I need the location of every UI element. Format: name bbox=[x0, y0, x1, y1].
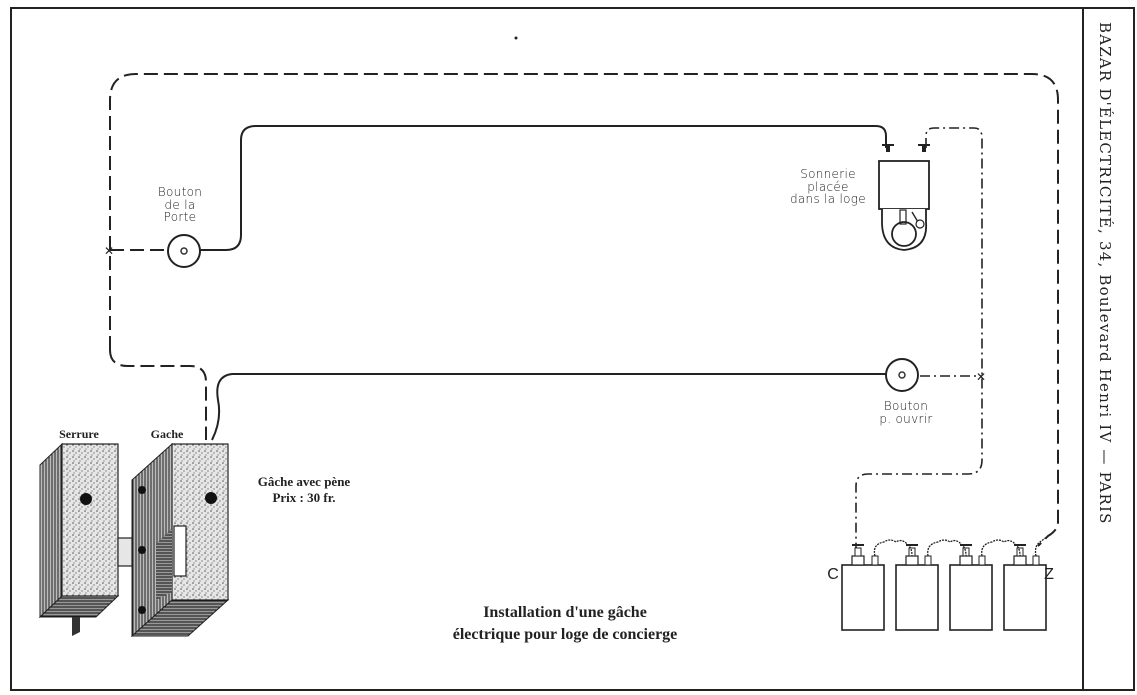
dashed-wire-outer bbox=[109, 73, 1059, 547]
label-bouton-porte: Bouton de la Porte bbox=[140, 186, 220, 224]
label-battery-c: C bbox=[827, 566, 839, 583]
dashed-wire-gache bbox=[109, 349, 207, 440]
battery-link bbox=[1034, 535, 1049, 557]
label-line: p. ouvrir bbox=[879, 411, 933, 426]
label-gache-price: Gâche avec pène Prix : 30 fr. bbox=[234, 474, 374, 507]
battery-link bbox=[981, 539, 1021, 557]
label-line: Bouton bbox=[883, 399, 929, 413]
speck bbox=[514, 36, 518, 40]
solid-wire-gache bbox=[211, 373, 886, 441]
price-line-1: Gâche avec pène bbox=[257, 474, 351, 489]
junction-mark-left: ✕ bbox=[104, 244, 114, 258]
label-bouton-ouvrir: Bouton p. ouvrir bbox=[866, 400, 946, 425]
caption-line-1: Installation d'une gâche bbox=[483, 604, 647, 621]
battery-cell bbox=[895, 544, 939, 631]
publisher-sidebar: BAZAR D'ÉLECTRICITÉ, 34, Boulevard Henri… bbox=[1096, 22, 1114, 525]
battery-bank bbox=[841, 535, 1049, 631]
solid-wire-bell bbox=[200, 125, 887, 251]
label-line: dans la loge bbox=[789, 192, 866, 207]
battery-cell bbox=[949, 544, 993, 631]
battery-link bbox=[927, 539, 967, 557]
bouton-ouvrir-icon bbox=[885, 358, 919, 392]
diagram-caption: Installation d'une gâche électrique pour… bbox=[390, 602, 740, 647]
label-sonnerie: Sonnerie placée dans la loge bbox=[778, 168, 878, 206]
battery-cell bbox=[841, 544, 885, 631]
caption-line-2: électrique pour loge de concierge bbox=[452, 626, 678, 644]
label-line: de la bbox=[164, 197, 196, 212]
price-line-2: Prix : 30 fr. bbox=[272, 490, 336, 506]
label-line: Bouton bbox=[157, 185, 203, 199]
battery-link bbox=[873, 539, 913, 557]
label-battery-z: Z bbox=[1044, 566, 1054, 583]
dashdot-wire-bell bbox=[855, 127, 983, 550]
label-line: placée bbox=[807, 179, 849, 194]
label-line: Porte bbox=[163, 210, 197, 225]
label-gache: Gache bbox=[150, 427, 184, 441]
bouton-porte-icon bbox=[167, 234, 201, 268]
outer-frame bbox=[10, 7, 1135, 691]
battery-cell bbox=[1003, 544, 1047, 631]
label-line: Sonnerie bbox=[800, 167, 856, 181]
sonnerie-bell-icon bbox=[878, 144, 930, 251]
label-serrure: Serrure bbox=[59, 427, 99, 441]
serrure-lock-illustration bbox=[38, 442, 133, 636]
gache-strike-illustration bbox=[130, 442, 230, 638]
junction-mark-right: ✕ bbox=[976, 370, 986, 384]
